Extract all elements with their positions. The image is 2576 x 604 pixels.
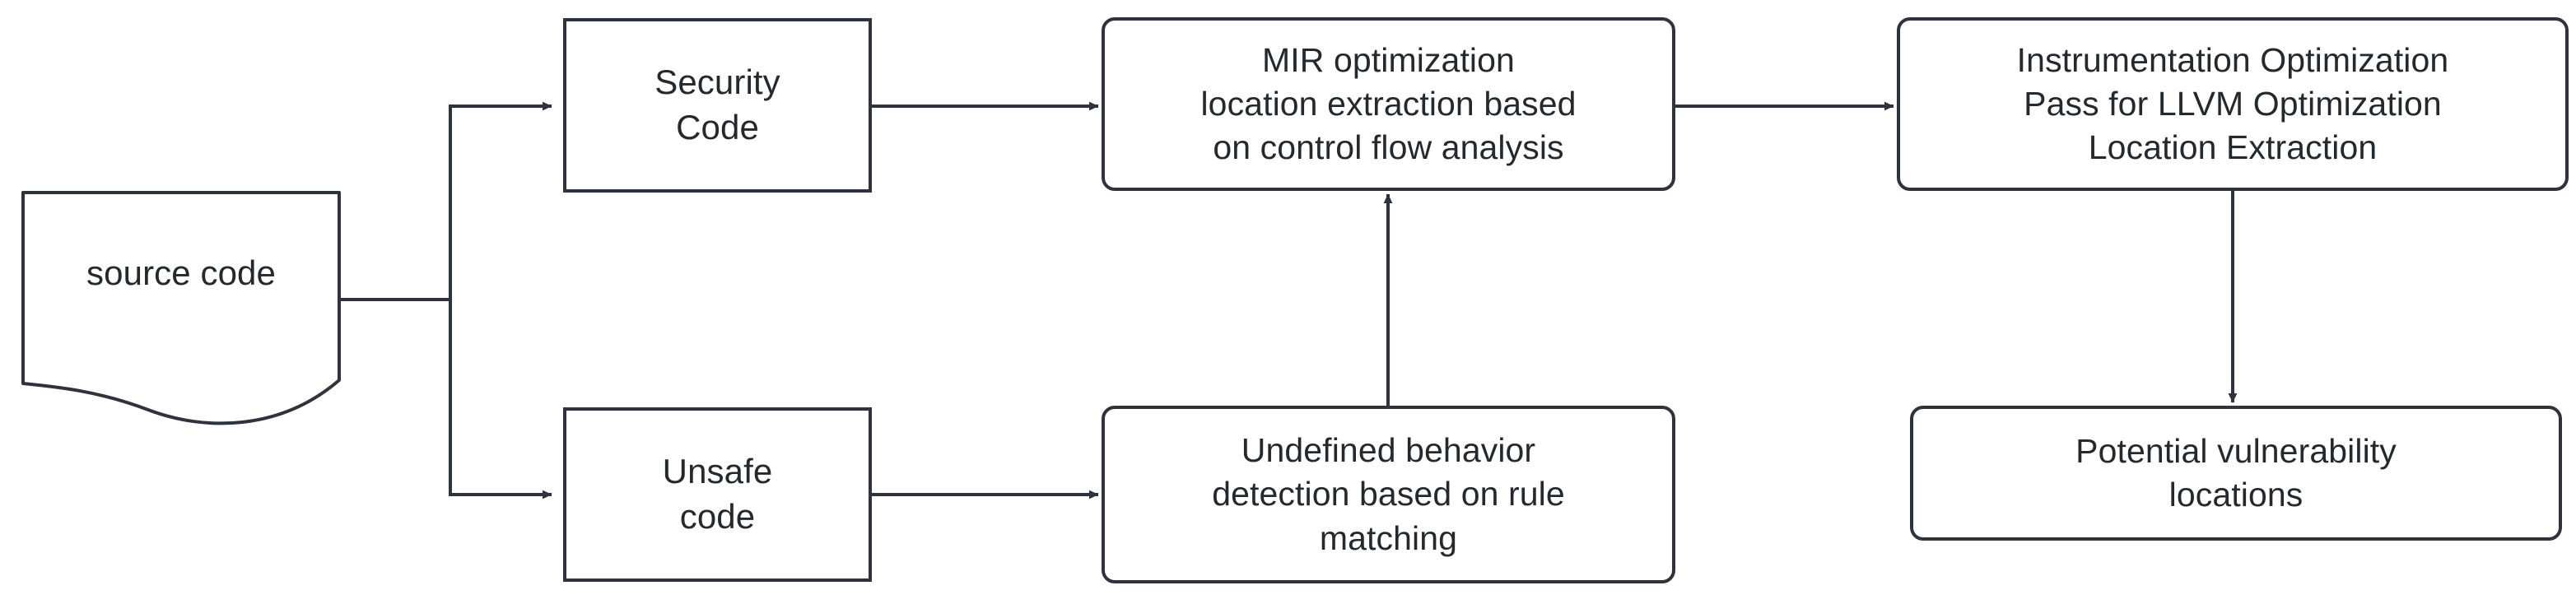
- node-unsafe-code[interactable]: [565, 409, 870, 580]
- node-shape-source-code[interactable]: [21, 191, 341, 425]
- node-security-code[interactable]: [565, 20, 870, 191]
- node-potential-vulnerability[interactable]: [1912, 407, 2560, 539]
- node-mir-optimization[interactable]: [1103, 19, 1674, 189]
- node-undefined-behavior[interactable]: [1103, 407, 1674, 582]
- node-shape-potential-vulnerability[interactable]: [1910, 406, 2562, 541]
- node-shape-security-code[interactable]: [563, 18, 872, 193]
- node-source-code[interactable]: [23, 191, 339, 409]
- node-shape-unsafe-code[interactable]: [563, 407, 872, 582]
- node-instrumentation-pass[interactable]: [1898, 19, 2567, 189]
- node-shape-mir-optimization[interactable]: [1102, 17, 1675, 191]
